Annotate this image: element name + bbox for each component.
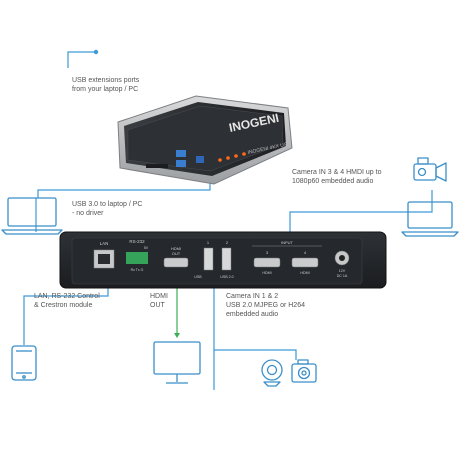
tablet-icon (11, 345, 37, 381)
lan-rs232-label: LAN, RS-232 Control & Crestron module (34, 292, 100, 310)
rs232-terminal (126, 252, 148, 264)
usb-ext-line (67, 51, 96, 68)
usb3-laptop-line-1: USB 3.0 to laptop / PC (72, 201, 143, 208)
in4-text: 4 (304, 250, 307, 255)
usb3-laptop-label: USB 3.0 to laptop / PC - no driver (72, 200, 142, 218)
lan-rs232-line-2: & Crestron module (34, 302, 93, 309)
usb-ext-line-1: USB extensions ports (72, 77, 140, 84)
cam34-line-1: Camera IN 3 & 4 HMDI up to (292, 169, 382, 176)
top-usb3-port-b (176, 160, 186, 167)
cam12-branch (214, 349, 297, 360)
hdmi-out-line-2: OUT (150, 302, 165, 309)
hdmi-in-3-port (253, 257, 281, 268)
hdmi3-text: HDMI (262, 271, 271, 275)
input-text: INPUT (281, 240, 294, 245)
usb3-port (203, 247, 214, 271)
cam12-line-2: USB 2.0 MJPEG or H264 (226, 302, 305, 309)
back-panel: LAN RS-232 5V Rx Tx G HDMI OUT 1 2 USB U… (59, 231, 387, 289)
cam34-line (289, 200, 433, 234)
top-led-2 (226, 156, 230, 160)
lan-text: LAN (100, 241, 109, 246)
cam34-label: Camera IN 3 & 4 HMDI up to 1080p60 embed… (292, 168, 381, 186)
usb-num-1: 1 (207, 240, 210, 245)
top-usb3-port-a (176, 150, 186, 157)
top-usb2-port (196, 156, 204, 163)
in3-text: 3 (266, 250, 269, 255)
hdmi-out-top-text: HDMI (171, 246, 181, 251)
cam12-line-1: Camera IN 1 & 2 (226, 293, 279, 300)
hdmi-out-line-1: HDMI (150, 293, 168, 300)
top-led-3 (234, 154, 238, 158)
hdmi-in-4-port (291, 257, 319, 268)
video-camera-icon (413, 157, 447, 182)
monitor-icon (153, 341, 201, 384)
dc-bottom-text: DC 1A (337, 274, 348, 278)
laptop-left-icon (1, 197, 63, 235)
top-device: INOGENI INOGENI 4KX USB (117, 95, 293, 185)
cam34-line-2: 1080p60 embedded audio (292, 178, 374, 185)
usb3-laptop-line-2: - no driver (72, 210, 104, 217)
hdmi4-text: HDMI (300, 271, 309, 275)
connector-lines (23, 49, 433, 390)
rs232-text: RS-232 (129, 239, 145, 244)
usb3-text: USB (194, 275, 202, 279)
lan-rs232-line-1: LAN, RS-232 Control (34, 293, 100, 300)
top-led-1 (218, 158, 222, 162)
webcam-icon (261, 359, 283, 387)
usb-num-2: 2 (226, 240, 229, 245)
usb2-text: USB 2.0 (220, 275, 233, 279)
usb2-port (221, 247, 232, 271)
cam12-label: Camera IN 1 & 2 USB 2.0 MJPEG or H264 em… (226, 292, 305, 319)
dc-top-text: 12V (339, 269, 346, 273)
rs232-pins-text: Rx Tx G (131, 268, 144, 272)
rs232-v-text: 5V (144, 246, 149, 250)
usb-ext-dot (93, 49, 99, 55)
photo-camera-icon (291, 359, 317, 383)
usb-ext-label: USB extensions ports from your laptop / … (72, 76, 139, 94)
top-led-4 (242, 152, 246, 156)
laptop-right-icon (401, 201, 459, 237)
hdmi-out-bottom-text: OUT (172, 251, 181, 256)
cam12-line-3: embedded audio (226, 311, 279, 318)
hdmi-out-label: HDMI OUT (150, 292, 168, 310)
hdmi-out-port (163, 257, 189, 268)
usb-ext-line-2: from your laptop / PC (72, 86, 139, 93)
